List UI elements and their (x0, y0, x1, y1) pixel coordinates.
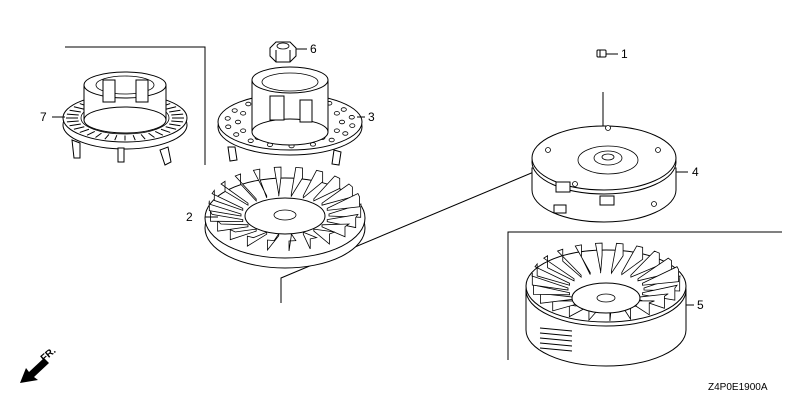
leader-lines (52, 48, 694, 306)
fan-fin (594, 242, 603, 274)
flange-slot (69, 123, 81, 127)
plate-hole (333, 128, 340, 133)
fan-fin (211, 189, 244, 211)
fan-fin (556, 248, 582, 279)
flange-slot (165, 106, 177, 110)
fan-fin (611, 242, 624, 275)
fan-fin (252, 168, 268, 198)
flange-slot (169, 123, 181, 127)
fan-fin (321, 183, 353, 206)
plate-hole (231, 108, 238, 113)
part-4-flywheel (531, 125, 677, 223)
plate-hole (240, 128, 247, 133)
part-3-starter-plate (217, 66, 363, 166)
plate-hole (348, 115, 355, 120)
callout-6: 6 (310, 42, 317, 56)
part-7-starter-pulley (62, 71, 188, 166)
housing-vent (539, 337, 573, 342)
plate-hole (342, 131, 349, 136)
fan-fin (326, 213, 359, 229)
fan-fin (273, 166, 282, 197)
flange-slot (160, 128, 171, 133)
fan-fin (534, 262, 570, 286)
callout-4: 4 (692, 165, 699, 179)
flange-slot (66, 113, 79, 116)
fan-fin (210, 211, 244, 223)
flange-slot (69, 109, 81, 113)
fan-fin (208, 200, 242, 217)
plate-hole (338, 119, 345, 125)
part-6-nut (269, 41, 297, 63)
plate-hole (225, 124, 232, 129)
plate-hole (224, 116, 231, 121)
flange-slot (165, 126, 177, 130)
part-5-flywheel-fan (525, 242, 687, 367)
callout-7: 7 (40, 110, 47, 124)
part-2-flywheel-fan (204, 166, 366, 269)
group-bracket-right (507, 231, 782, 360)
fan-fin (290, 166, 303, 198)
fan-fin (531, 272, 569, 291)
housing-vent (539, 342, 573, 347)
flange-slot (86, 130, 96, 136)
plate-hole (349, 123, 356, 128)
plate-hole (245, 101, 252, 107)
fan-fin (267, 232, 280, 252)
plate-hole (240, 111, 247, 116)
fan-fin (621, 245, 644, 276)
fan-fin (302, 231, 318, 250)
fan-fin (302, 169, 324, 199)
drawing-code: Z4P0E1900A (708, 382, 768, 393)
flange-slot (79, 128, 90, 133)
fan-fin (288, 232, 297, 252)
fan-fin (637, 257, 672, 282)
flange-slot (73, 126, 85, 130)
flange-slot (73, 106, 85, 110)
housing-vent (539, 347, 573, 352)
housing-vent (539, 327, 573, 332)
fan-fin (326, 193, 360, 211)
fan-fin (246, 231, 268, 247)
housing-vent (539, 332, 573, 337)
group-bracket-center (280, 92, 604, 303)
group-bracket-left (65, 46, 206, 165)
fan-fin (234, 173, 257, 202)
plate-hole (333, 111, 340, 116)
fan-fin (313, 228, 335, 245)
flange-slot (140, 134, 146, 140)
flange-slot (171, 113, 184, 116)
plate-hole (234, 119, 241, 125)
fan-fin (229, 228, 257, 241)
fan-fin (217, 220, 249, 232)
plate-hole (247, 138, 254, 143)
callout-1: 1 (621, 47, 628, 61)
part-1-key (596, 49, 607, 58)
callout-3: 3 (368, 110, 375, 124)
flange-slot (66, 120, 79, 123)
flange-slot (95, 132, 102, 138)
fan-fin (642, 284, 678, 301)
fan-fin (642, 266, 679, 286)
flange-slot (104, 134, 110, 140)
fan-fin (543, 255, 575, 282)
fan-fin (630, 250, 660, 278)
flange-slot (132, 135, 136, 141)
callout-2: 2 (186, 210, 193, 224)
flange-slot (114, 135, 118, 141)
plate-hole (340, 107, 347, 112)
flange-slot (169, 109, 181, 113)
front-arrow-icon (20, 358, 49, 383)
flange-slot (171, 120, 184, 123)
flange-slot (148, 132, 155, 138)
plate-hole (328, 137, 335, 143)
flange-slot (154, 130, 164, 136)
fan-fin (574, 244, 591, 275)
fan-fin (220, 180, 249, 206)
plate-hole (233, 132, 240, 137)
fan-fin (313, 175, 341, 202)
callout-5: 5 (697, 298, 704, 312)
fan-fin (321, 223, 351, 238)
